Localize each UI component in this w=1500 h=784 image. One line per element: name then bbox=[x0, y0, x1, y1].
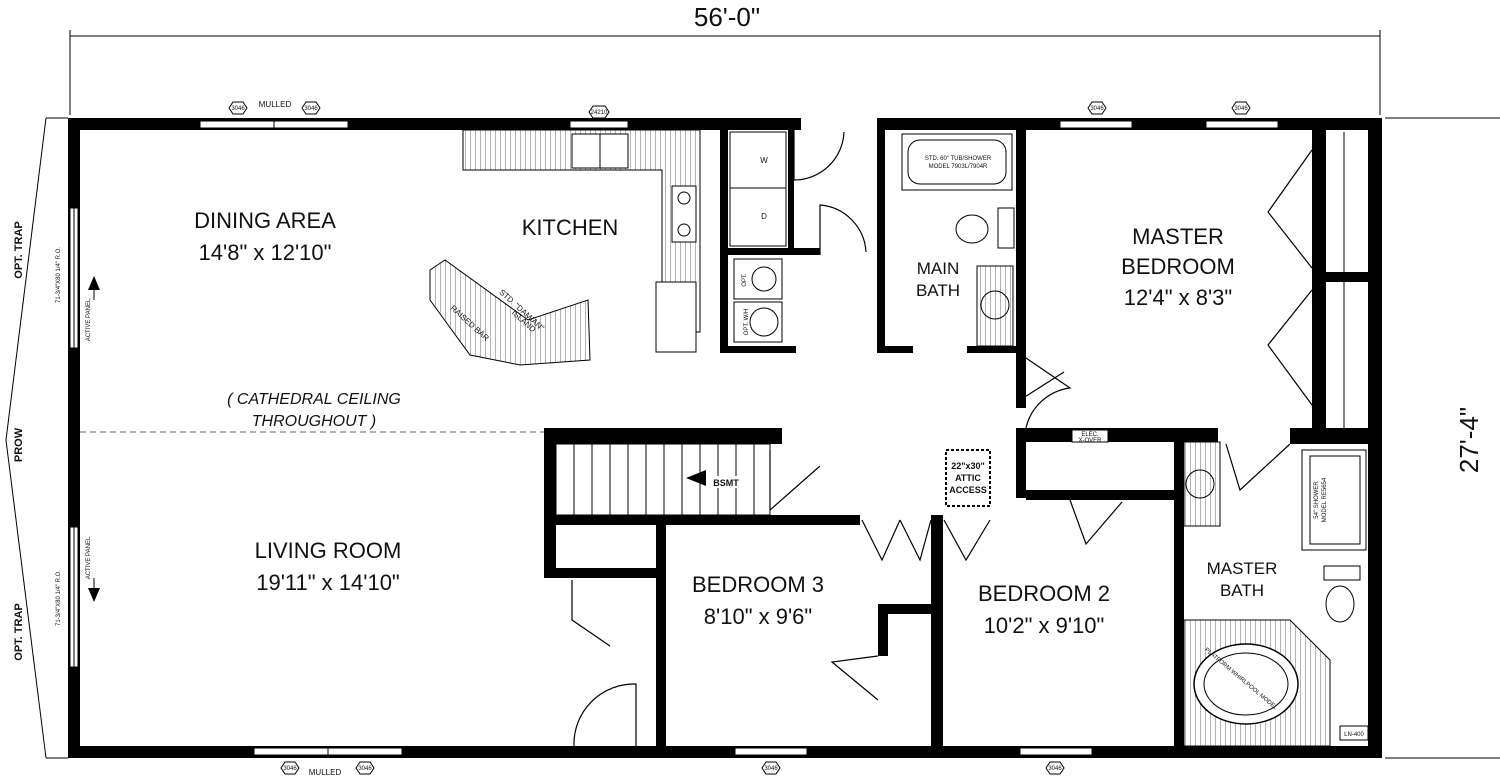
opt-trap-bottom-label: OPT. TRAP bbox=[13, 603, 25, 660]
master-bath-fixtures: 54" SHOWER MODEL RE5654 PLATFORM WHIRLPO… bbox=[1183, 441, 1369, 747]
depth-dimension: 27'-4" bbox=[1385, 117, 1500, 759]
living-size: 19'11" x 14'10" bbox=[256, 570, 400, 595]
master-bedroom-size: 12'4" x 8'3" bbox=[1124, 285, 1232, 310]
elec-xover: ELEC. X-OVER bbox=[1071, 429, 1109, 444]
kitchen-name: KITCHEN bbox=[522, 215, 619, 240]
bedroom3-name: BEDROOM 3 bbox=[692, 572, 824, 597]
left-patio-doors: ACTIVE PANEL ACTIVE PANEL 71-3/4"X80 1/4… bbox=[56, 207, 100, 668]
window-tag-5: 3046 bbox=[1234, 106, 1248, 112]
tub-label-1: STD. 60" TUB/SHOWER bbox=[925, 156, 992, 162]
ceiling-note-line1: ( CATHEDRAL CEILING bbox=[227, 391, 401, 408]
active-panel-label-1: ACTIVE PANEL bbox=[86, 298, 92, 341]
main-bath-line1: MAIN bbox=[917, 259, 960, 278]
attic-label-3: ACCESS bbox=[949, 485, 987, 495]
bedroom2-name: BEDROOM 2 bbox=[978, 581, 1110, 606]
kitchen-island: STD. "DAMIAN" ISLAND RAISED BAR bbox=[429, 259, 591, 366]
width-dimension: 56'-0" bbox=[69, 2, 1381, 115]
width-label: 56'-0" bbox=[694, 2, 760, 32]
window-tag-4: 3046 bbox=[1090, 106, 1104, 112]
prow-label: PROW bbox=[13, 427, 25, 462]
dryer-label: D bbox=[761, 212, 767, 221]
bsmt-label: BSMT bbox=[713, 478, 739, 488]
door-swings bbox=[571, 130, 1291, 747]
opt-label: OPT. bbox=[742, 273, 748, 287]
elec-label-2: X-OVER bbox=[1078, 438, 1102, 444]
window-tag-9: 3046 bbox=[1048, 766, 1062, 772]
master-bedroom-line1: MASTER bbox=[1132, 224, 1224, 249]
active-panel-label-2: ACTIVE PANEL bbox=[86, 536, 92, 579]
dining-size: 14'8" x 12'10" bbox=[199, 240, 332, 265]
mulled-bottom-label: MULLED bbox=[309, 768, 342, 777]
window-tag-3: 24210 bbox=[591, 110, 608, 116]
main-bath-walls: STD. 60" TUB/SHOWER MODEL 7903L/7904R bbox=[877, 130, 1026, 408]
kitchen-counters bbox=[462, 129, 701, 353]
dining-name: DINING AREA bbox=[194, 208, 336, 233]
stairs: BSMT bbox=[555, 443, 771, 516]
master-bath-line1: MASTER bbox=[1207, 559, 1278, 578]
mulled-top-label: MULLED bbox=[259, 100, 292, 109]
main-bath-line2: BATH bbox=[916, 281, 960, 300]
master-bedroom-line2: BEDROOM bbox=[1121, 254, 1235, 279]
shower-label-2: MODEL RE5654 bbox=[1322, 477, 1328, 522]
master-closets bbox=[1267, 130, 1368, 444]
utility-walls: W D OPT. OPT. W/H bbox=[720, 130, 820, 353]
shower-label-1: 54" SHOWER bbox=[1314, 481, 1320, 519]
panel-ro-label-1: 71-3/4"X80 1/4" R.O. bbox=[56, 247, 62, 303]
living-name: LIVING ROOM bbox=[255, 538, 402, 563]
ceiling-note-line2: THROUGHOUT ) bbox=[252, 413, 376, 430]
window-tag-8: 3046 bbox=[764, 766, 778, 772]
prow-outline: OPT. TRAP PROW OPT. TRAP bbox=[5, 117, 68, 759]
top-windows: 3046 MULLED 3046 24210 3046 3046 bbox=[199, 100, 1279, 129]
bedroom2-size: 10'2" x 9'10" bbox=[984, 613, 1105, 638]
bedroom3-size: 8'10" x 9'6" bbox=[704, 604, 812, 629]
washer-label: W bbox=[760, 156, 768, 165]
plan-code: LN-400 bbox=[1344, 732, 1364, 738]
window-tag-2: 3046 bbox=[304, 106, 318, 112]
attic-label-1: 22"x30" bbox=[951, 461, 985, 471]
window-tag-7: 3046 bbox=[358, 766, 372, 772]
interior-walls bbox=[544, 428, 1218, 746]
bottom-windows: 3046 MULLED 3046 3046 3046 bbox=[253, 747, 1093, 777]
master-bath-line2: BATH bbox=[1220, 581, 1264, 600]
elec-label-1: ELEC. bbox=[1081, 432, 1099, 438]
panel-ro-label-2: 71-3/4"X80 1/4" R.O. bbox=[56, 570, 62, 626]
opt-wh-label: OPT. W/H bbox=[744, 309, 750, 336]
attic-label-2: ATTIC bbox=[955, 473, 981, 483]
tub-label-2: MODEL 7903L/7904R bbox=[929, 164, 988, 170]
window-tag-1: 3046 bbox=[231, 106, 245, 112]
opt-trap-top-label: OPT. TRAP bbox=[13, 221, 25, 278]
depth-label: 27'-4" bbox=[1454, 407, 1484, 473]
window-tag-6: 3046 bbox=[283, 766, 297, 772]
attic-access: 22"x30" ATTIC ACCESS bbox=[945, 449, 991, 507]
